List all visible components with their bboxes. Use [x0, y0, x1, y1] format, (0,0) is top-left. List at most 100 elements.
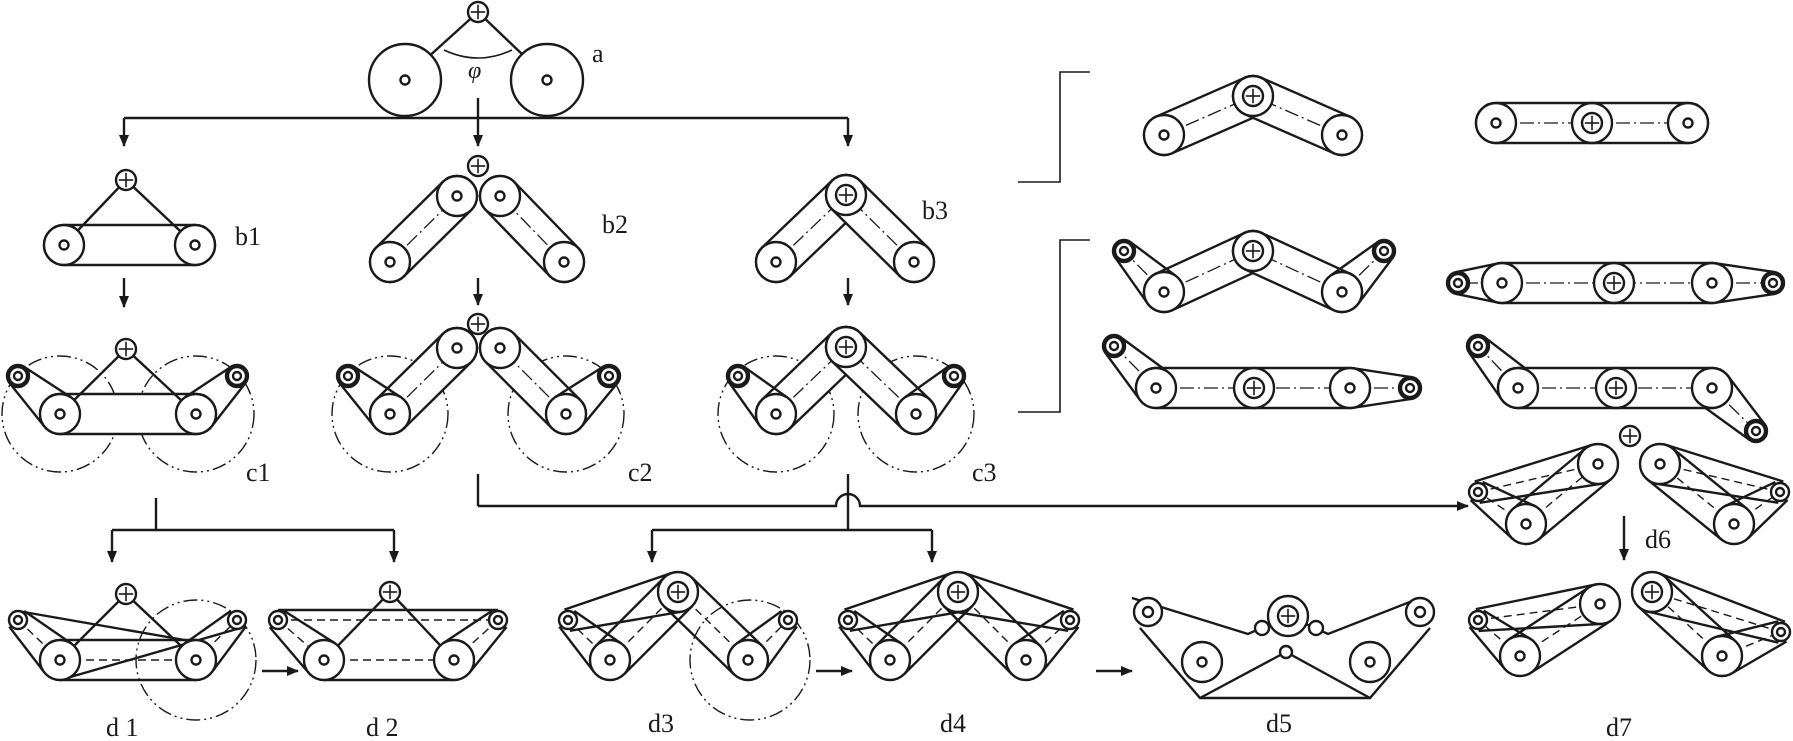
link-line [268, 626, 310, 674]
axle-dot [1716, 650, 1728, 662]
link-line [1651, 591, 1782, 633]
link-line [1647, 610, 1779, 644]
link-line [1665, 443, 1784, 483]
link-line [1477, 491, 1527, 525]
link-line [8, 382, 46, 428]
roller-circle [1413, 605, 1427, 619]
roller-circle [603, 370, 615, 382]
roller-circle [12, 614, 24, 626]
link-line [1455, 262, 1499, 274]
roller-circle [12, 370, 24, 382]
axle-dot [1020, 654, 1032, 666]
roller-circle [1064, 614, 1076, 626]
link-line [1479, 482, 1602, 505]
roller-circle [1108, 340, 1120, 352]
link-line [1659, 463, 1781, 493]
link-line [442, 609, 493, 645]
axle-dot [190, 654, 202, 666]
link-line [1018, 71, 1090, 183]
link-line [1714, 292, 1775, 304]
figure-c2 [331, 312, 625, 473]
link-line [1455, 292, 1499, 304]
axle-dot [1490, 117, 1502, 129]
link-line [1469, 499, 1514, 540]
axle-dot [399, 74, 411, 86]
roller-circle [1472, 614, 1484, 626]
figure-c3 [717, 325, 975, 473]
link-line [1477, 463, 1599, 493]
axle-dot [494, 190, 506, 202]
axle-dot [1594, 598, 1606, 610]
link-line [847, 619, 891, 661]
link-line [763, 625, 798, 673]
figure-a [367, 0, 585, 118]
link-line [743, 366, 789, 399]
figure-b1 [42, 168, 217, 267]
swing-range-circle [135, 599, 257, 721]
label-b3: b3 [922, 196, 948, 225]
label-d1: d 1 [106, 713, 139, 741]
axle-dot [770, 256, 782, 268]
swing-range-circle [717, 355, 835, 473]
link-line [1468, 626, 1506, 670]
roller-circle [492, 614, 504, 626]
axle-dot [770, 408, 782, 420]
label-b1: b1 [235, 222, 261, 251]
link-line [1119, 336, 1169, 373]
label-b2: b2 [602, 210, 628, 239]
link-line [554, 365, 604, 399]
link-line [728, 381, 761, 427]
angle-phi-label: φ [468, 58, 481, 84]
roller-circle [1278, 644, 1294, 660]
link-line [283, 609, 336, 645]
link-line [838, 625, 876, 673]
swing-range-circle [689, 599, 811, 721]
axle-dot [1344, 382, 1356, 394]
link-line [443, 49, 513, 59]
axle-dot [54, 408, 66, 420]
link-line [903, 605, 973, 675]
link-line [849, 610, 962, 633]
axle-dot [451, 342, 463, 354]
link-line [1357, 256, 1394, 305]
axle-dot [1520, 518, 1532, 530]
roller-circle [842, 614, 854, 626]
link-line [1731, 640, 1788, 675]
label-c3: c3 [972, 458, 997, 487]
roller-circle [1253, 619, 1271, 637]
figure-c1 [1, 337, 255, 473]
link-line [1508, 586, 1590, 641]
roller-circle [732, 370, 744, 382]
link-line [1637, 605, 1710, 672]
link-line [747, 619, 789, 661]
link-line [931, 381, 964, 427]
link-line [1474, 443, 1593, 483]
roller-circle [1404, 382, 1416, 394]
figure-r2-left [1111, 229, 1397, 314]
link-line [210, 382, 247, 428]
roller-circle [231, 370, 243, 382]
link-line [1025, 619, 1071, 661]
label-c2: c2 [628, 458, 653, 487]
flow-arrow [478, 492, 1469, 511]
label-d7: d7 [1606, 713, 1632, 741]
link-line [23, 609, 73, 645]
link-line [1478, 622, 1602, 633]
roller-circle [1472, 340, 1484, 352]
link-line [1714, 262, 1775, 274]
axle-dot [1336, 286, 1348, 298]
axle-dot [1336, 129, 1348, 141]
roller-circle [1307, 619, 1325, 637]
roller-circle [272, 614, 284, 626]
link-line [1018, 239, 1090, 413]
link-line [1512, 447, 1586, 510]
axle-dot [494, 342, 506, 354]
link-line [564, 571, 672, 611]
link-line [277, 619, 325, 661]
link-line [954, 610, 1069, 633]
figure-r3-left [1101, 333, 1423, 410]
link-line [1724, 480, 1776, 508]
link-line [1656, 482, 1779, 505]
axle-dot [1682, 117, 1694, 129]
swing-range-circle [857, 355, 975, 473]
